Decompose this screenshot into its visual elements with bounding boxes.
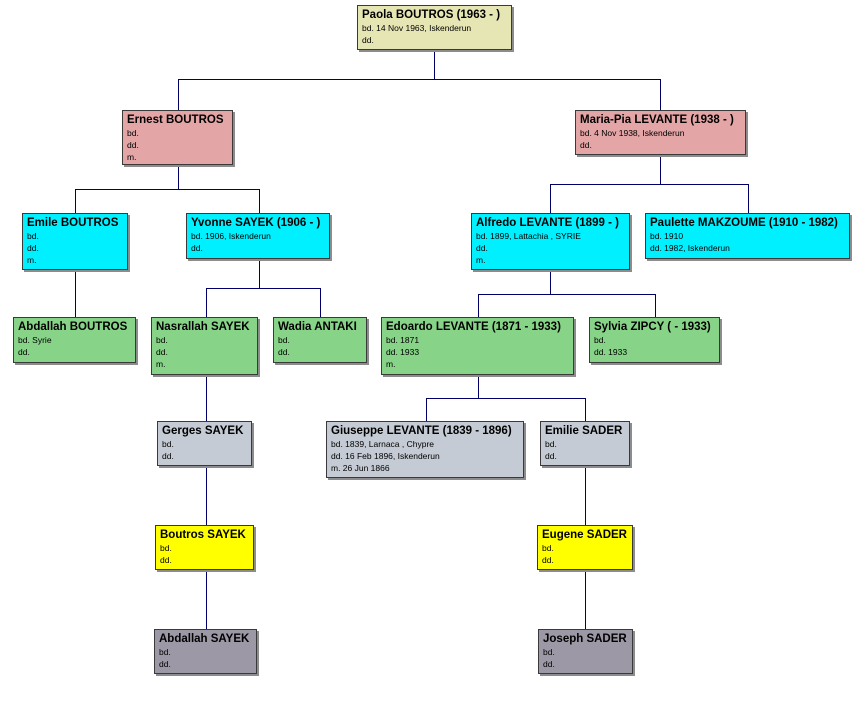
death-detail: dd. 1933: [386, 347, 420, 357]
person-name: Abdallah SAYEK: [159, 633, 250, 645]
person-name: Gerges SAYEK: [162, 425, 244, 437]
person-name: Paola BOUTROS (1963 - ): [362, 9, 501, 21]
person-name: Ernest BOUTROS: [127, 114, 224, 126]
connector-ernest-parents: [75, 165, 260, 213]
birth-detail: bd.: [160, 543, 172, 553]
marriage-detail: m.: [156, 359, 166, 369]
person-card-emilie-sader[interactable]: Emilie SADER bd. dd.: [540, 421, 630, 466]
person-name: Abdallah BOUTROS: [18, 321, 128, 333]
connector-alfredo-parents: [478, 270, 656, 317]
death-detail: dd.: [542, 555, 554, 565]
person-card-wadia-antaki[interactable]: Wadia ANTAKI bd. dd.: [273, 317, 367, 363]
person-name: Emile BOUTROS: [27, 217, 119, 229]
person-card-yvonne-sayek[interactable]: Yvonne SAYEK (1906 - ) bd. 1906, Iskender…: [186, 213, 330, 259]
person-name: Edoardo LEVANTE (1871 - 1933): [386, 321, 561, 333]
birth-detail: bd.: [127, 128, 139, 138]
death-detail: dd.: [476, 243, 488, 253]
birth-detail: bd. 4 Nov 1938, Iskenderun: [580, 128, 685, 138]
person-name: Joseph SADER: [543, 633, 627, 645]
person-name: Boutros SAYEK: [160, 529, 246, 541]
marriage-detail: m.: [127, 152, 137, 162]
person-card-abdallah-boutros[interactable]: Abdallah BOUTROS bd. Syrie dd.: [13, 317, 136, 363]
connector-yvonne-parents: [206, 259, 321, 317]
person-card-emile-boutros[interactable]: Emile BOUTROS bd. dd. m.: [22, 213, 128, 270]
person-card-ernest-boutros[interactable]: Ernest BOUTROS bd. dd. m.: [122, 110, 233, 165]
birth-detail: bd. 1899, Lattachia , SYRIE: [476, 231, 581, 241]
death-detail: dd. 1982, Iskenderun: [650, 243, 730, 253]
person-card-gerges-sayek[interactable]: Gerges SAYEK bd. dd.: [157, 421, 252, 466]
birth-detail: bd. 1871: [386, 335, 420, 345]
person-name: Wadia ANTAKI: [278, 321, 357, 333]
death-detail: dd.: [162, 451, 174, 461]
birth-detail: bd.: [543, 647, 555, 657]
birth-detail: bd.: [156, 335, 168, 345]
birth-detail: bd.: [542, 543, 554, 553]
person-name: Emilie SADER: [545, 425, 623, 437]
birth-detail: bd. 1839, Larnaca , Chypre: [331, 439, 435, 449]
connector-edoardo-parents: [426, 375, 586, 421]
birth-detail: bd.: [27, 231, 39, 241]
person-card-sylvia-zipcy[interactable]: Sylvia ZIPCY ( - 1933) bd. dd. 1933: [589, 317, 720, 363]
marriage-detail: m. 26 Jun 1866: [331, 463, 390, 473]
birth-detail: bd.: [545, 439, 557, 449]
person-name: Maria-Pia LEVANTE (1938 - ): [580, 114, 734, 126]
death-detail: dd.: [278, 347, 290, 357]
death-detail: dd.: [159, 659, 171, 669]
person-name: Paulette MAKZOUME (1910 - 1982): [650, 217, 838, 229]
marriage-detail: m.: [27, 255, 37, 265]
birth-detail: bd.: [278, 335, 290, 345]
birth-detail: bd.: [159, 647, 171, 657]
person-card-edoardo-levante[interactable]: Edoardo LEVANTE (1871 - 1933) bd. 1871 dd.…: [381, 317, 574, 375]
death-detail: dd.: [543, 659, 555, 669]
person-name: Yvonne SAYEK (1906 - ): [191, 217, 321, 229]
person-name: Alfredo LEVANTE (1899 - ): [476, 217, 619, 229]
connector-paola-parents: [178, 50, 661, 110]
person-name: Eugene SADER: [542, 529, 627, 541]
person-name: Sylvia ZIPCY ( - 1933): [594, 321, 711, 333]
person-name: Nasrallah SAYEK: [156, 321, 250, 333]
marriage-detail: m.: [386, 359, 396, 369]
death-detail: dd.: [27, 243, 39, 253]
person-card-boutros-sayek[interactable]: Boutros SAYEK bd. dd.: [155, 525, 254, 570]
person-card-nasrallah-sayek[interactable]: Nasrallah SAYEK bd. dd. m.: [151, 317, 258, 375]
death-detail: dd.: [191, 243, 203, 253]
birth-detail: bd. Syrie: [18, 335, 52, 345]
person-card-giuseppe-levante[interactable]: Giuseppe LEVANTE (1839 - 1896) bd. 1839, …: [326, 421, 524, 478]
person-card-paulette-makzoume[interactable]: Paulette MAKZOUME (1910 - 1982) bd. 1910 d…: [645, 213, 850, 259]
death-detail: dd.: [18, 347, 30, 357]
death-detail: dd.: [156, 347, 168, 357]
death-detail: dd. 16 Feb 1896, Iskenderun: [331, 451, 440, 461]
person-card-abdallah-sayek[interactable]: Abdallah SAYEK bd. dd.: [154, 629, 257, 674]
death-detail: dd.: [580, 140, 592, 150]
death-detail: dd.: [127, 140, 139, 150]
birth-detail: bd. 1906, Iskenderun: [191, 231, 271, 241]
person-card-maria-pia-levante[interactable]: Maria-Pia LEVANTE (1938 - ) bd. 4 Nov 193…: [575, 110, 746, 155]
death-detail: dd.: [362, 35, 374, 45]
birth-detail: bd. 1910: [650, 231, 684, 241]
person-card-eugene-sader[interactable]: Eugene SADER bd. dd.: [537, 525, 633, 570]
person-card-alfredo-levante[interactable]: Alfredo LEVANTE (1899 - ) bd. 1899, Latta…: [471, 213, 630, 270]
birth-detail: bd. 14 Nov 1963, Iskenderun: [362, 23, 472, 33]
person-card-joseph-sader[interactable]: Joseph SADER bd. dd.: [538, 629, 633, 674]
death-detail: dd.: [545, 451, 557, 461]
person-card-paola-boutros[interactable]: Paola BOUTROS (1963 - ) bd. 14 Nov 1963, …: [357, 5, 512, 50]
death-detail: dd. 1933: [594, 347, 628, 357]
birth-detail: bd.: [162, 439, 174, 449]
person-name: Giuseppe LEVANTE (1839 - 1896): [331, 425, 512, 437]
death-detail: dd.: [160, 555, 172, 565]
connector-maria-pia-parents: [550, 155, 749, 213]
birth-detail: bd.: [594, 335, 606, 345]
marriage-detail: m.: [476, 255, 486, 265]
